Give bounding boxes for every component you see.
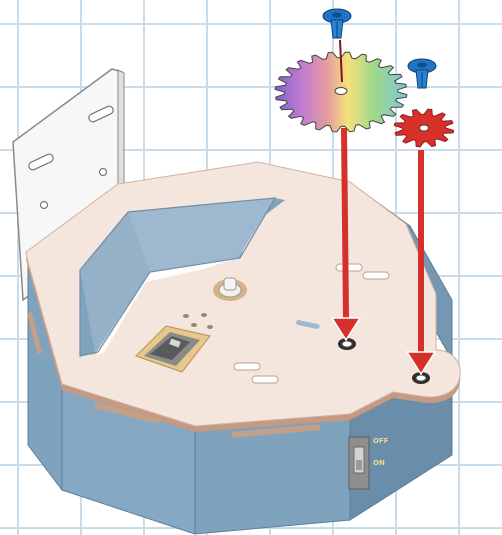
push-button xyxy=(224,278,236,290)
hole xyxy=(207,325,213,329)
plate-slot xyxy=(234,363,260,370)
plate-slot xyxy=(336,264,362,271)
switch-on-label: ON xyxy=(373,459,385,467)
panel-hole xyxy=(100,169,107,176)
hole xyxy=(201,313,207,317)
push-pin-icon xyxy=(408,59,436,88)
hole xyxy=(183,314,189,318)
red-gear xyxy=(394,109,453,147)
plate-slot xyxy=(252,376,278,383)
panel-hole xyxy=(41,202,48,209)
switch-off-label: OFF xyxy=(373,437,389,445)
hole xyxy=(191,323,197,327)
plate-slot xyxy=(363,272,389,279)
